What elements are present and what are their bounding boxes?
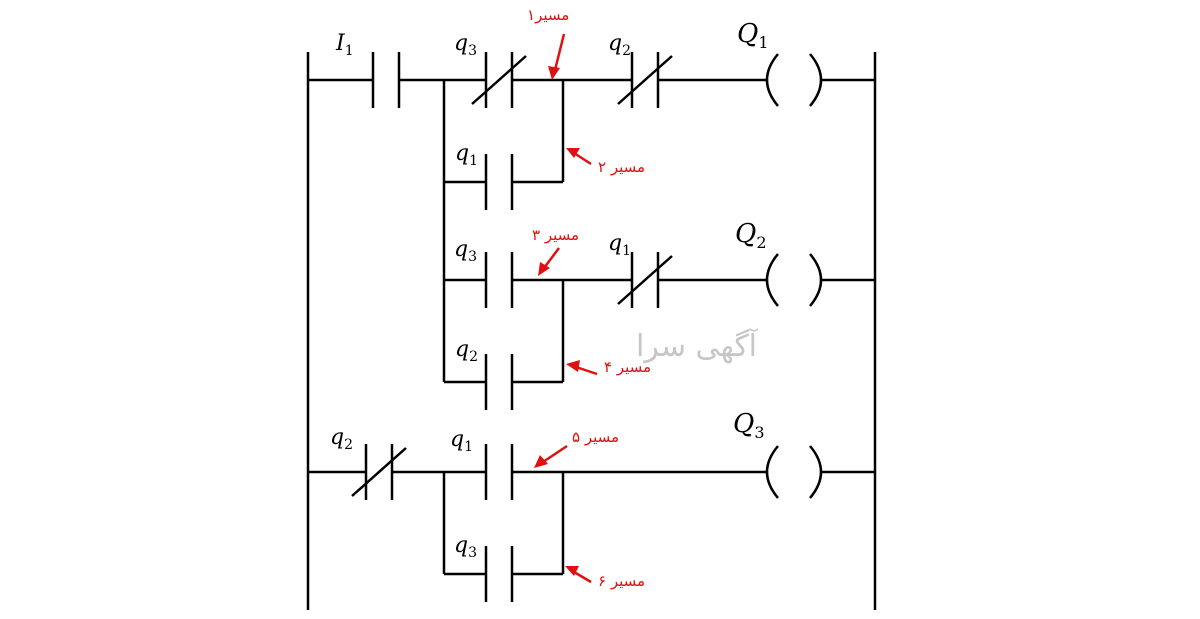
coil-q3: [765, 445, 823, 499]
path-label-3: مسیر ۳: [532, 226, 579, 244]
label-coil-q3: Q3: [733, 409, 765, 442]
label-coil-q2: Q2: [735, 219, 767, 252]
arrow-path-5: [534, 444, 568, 468]
contact-nc-rung2-c: [617, 252, 673, 308]
path-label-2: مسیر ۲: [598, 158, 645, 176]
arrow-path-1: [548, 33, 566, 80]
label-i1: I1: [335, 31, 354, 59]
label-rung2-b: q2: [455, 337, 478, 365]
arrow-path-4: [566, 360, 598, 376]
coil-q1: [765, 53, 823, 107]
arrow-path-2: [566, 148, 592, 166]
label-rung3-b: q3: [454, 533, 477, 561]
path-label-5: مسیر ۵: [572, 428, 619, 446]
label-coil-q1: Q1: [737, 19, 769, 52]
contact-nc-rung1-c: [617, 52, 673, 108]
label-rung2-c: q1: [608, 231, 631, 259]
contact-no-rung1-b: [484, 154, 514, 210]
contact-i1: [371, 52, 401, 108]
arrow-path-6: [565, 566, 592, 584]
watermark-text: آگهی سرا: [636, 328, 759, 364]
rung-3-wires: [308, 470, 875, 576]
contact-no-rung3-a: [484, 444, 514, 500]
contact-no-rung2-a: [484, 252, 514, 308]
arrow-path-3: [538, 247, 560, 276]
rung-2-wires: [444, 278, 875, 384]
path-label-1: مسیر۱: [527, 6, 569, 24]
contact-nc-rung3: [351, 444, 407, 500]
label-rung2-a: q3: [454, 237, 477, 265]
path-label-4: مسیر ۴: [604, 358, 651, 376]
contact-no-rung2-b: [484, 354, 514, 410]
label-rung1-c: q2: [608, 31, 631, 59]
label-rung3-nc: q2: [330, 425, 353, 453]
contact-nc-rung1-a: [471, 52, 527, 108]
path-label-6: مسیر ۶: [598, 572, 645, 590]
contact-no-rung3-b: [484, 546, 514, 602]
label-rung3-a: q1: [450, 427, 473, 455]
coil-q2: [765, 253, 823, 307]
label-rung1-b: q1: [455, 141, 478, 169]
label-rung1-a: q3: [454, 31, 477, 59]
rung-1-wires: [308, 78, 875, 382]
